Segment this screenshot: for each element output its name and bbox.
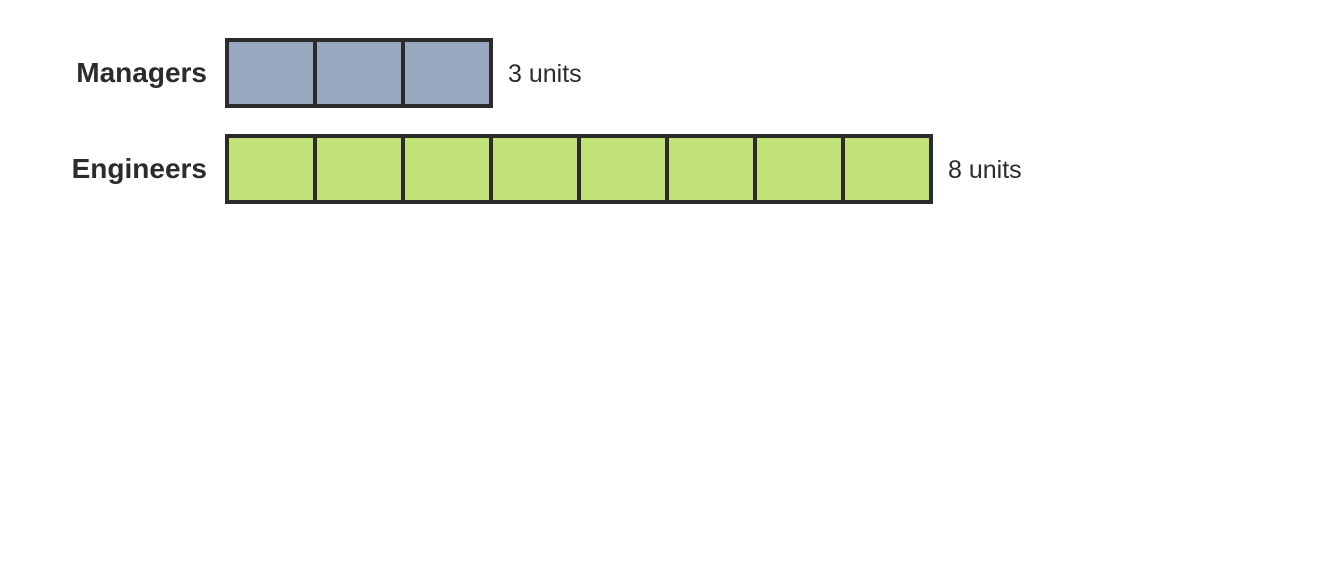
tape-cell-engineers bbox=[845, 138, 929, 200]
tape-cell-managers bbox=[229, 42, 317, 104]
tape-engineers bbox=[225, 134, 933, 204]
tape-cell-engineers bbox=[317, 138, 405, 200]
tape-cell-engineers bbox=[757, 138, 845, 200]
tape-cell-engineers bbox=[581, 138, 669, 200]
tape-cell-managers bbox=[317, 42, 405, 104]
tape-cell-engineers bbox=[493, 138, 581, 200]
units-label-managers: 3 units bbox=[508, 60, 582, 88]
row-label-engineers: Engineers bbox=[71, 153, 207, 184]
tape-cell-engineers bbox=[229, 138, 317, 200]
tape-cell-engineers bbox=[405, 138, 493, 200]
row-label-managers: Managers bbox=[76, 57, 207, 88]
tape-managers bbox=[225, 38, 493, 108]
tape-cell-managers bbox=[405, 42, 489, 104]
units-label-engineers: 8 units bbox=[948, 156, 1022, 184]
tape-cell-engineers bbox=[669, 138, 757, 200]
